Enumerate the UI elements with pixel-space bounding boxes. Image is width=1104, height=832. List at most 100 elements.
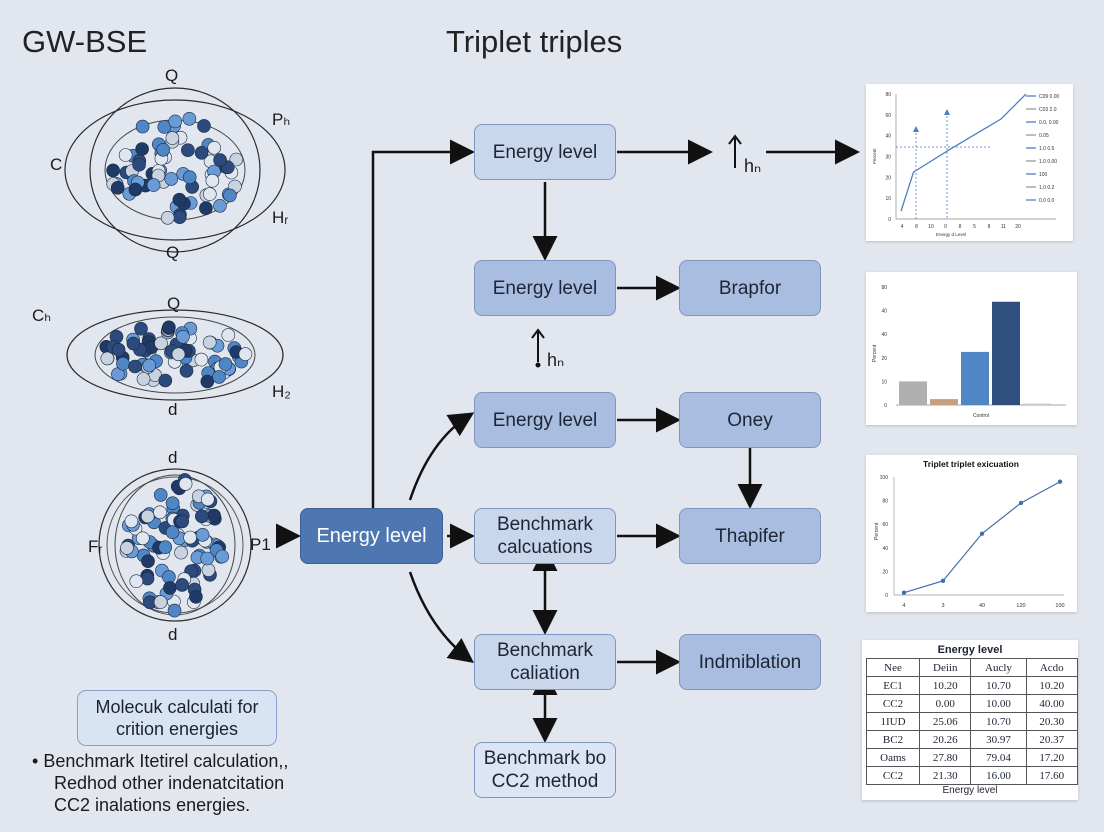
table-cell: 27.80: [919, 748, 972, 767]
energy-level-box-second[interactable]: Energy level: [474, 260, 616, 316]
y-tick: 10: [885, 196, 891, 202]
molecule-1-bottom-label: Q: [166, 243, 180, 262]
benchmark-caliation-box[interactable]: Benchmark caliation: [474, 634, 616, 690]
atom: [215, 549, 229, 564]
atom: [158, 540, 172, 554]
atom: [223, 188, 237, 203]
table-cell: 20.37: [1025, 730, 1079, 749]
center-title: Triplet triples: [446, 24, 623, 59]
y-tick: 40: [882, 546, 888, 552]
atom: [154, 336, 168, 351]
y-tick: 60: [885, 113, 891, 119]
note-line2: crition energies: [115, 719, 239, 739]
molecule-2-left-label: Cₕ: [32, 306, 52, 325]
molecule-1-top-label: Q: [165, 66, 179, 85]
y-tick: 0: [885, 593, 888, 599]
thapifer-box[interactable]: Thapifer: [679, 508, 821, 564]
brapfor-box[interactable]: Brapfor: [679, 260, 821, 316]
benchmark-cal-line1: Benchmark: [496, 640, 594, 661]
legend-entry: C03 2.0: [1039, 107, 1057, 113]
atom: [203, 187, 217, 201]
atom: [135, 531, 150, 546]
atom: [201, 492, 215, 507]
indmiblation-box[interactable]: Indmiblation: [679, 634, 821, 690]
energy-level-box-third[interactable]: Energy level: [474, 392, 616, 448]
start-energy-level-box[interactable]: Energy level: [300, 508, 443, 564]
x-tick: 11: [1001, 224, 1006, 230]
table-cell: 10.00: [970, 694, 1027, 713]
benchmark-calculations-box[interactable]: Benchmark calcuations: [474, 508, 616, 564]
atom: [140, 509, 155, 524]
atom: [175, 514, 189, 529]
atom: [153, 595, 168, 609]
molecule-1-left-label: C: [50, 155, 63, 174]
atom: [128, 182, 143, 197]
note-line1: Molecuk calculati for: [95, 697, 259, 717]
molecule-2-top-label: Q: [167, 294, 181, 313]
table-cell: 20.26: [919, 730, 972, 749]
series-line: [903, 481, 1061, 594]
atom: [129, 574, 144, 588]
bullet-dot: •: [32, 751, 44, 771]
atom: [205, 173, 220, 188]
atom: [194, 146, 209, 160]
y-tick: 40: [881, 332, 887, 338]
table-cell: 10.70: [970, 712, 1027, 731]
atom: [238, 347, 253, 361]
x-tick: 40: [979, 603, 985, 609]
benchmark-calc-line2: calcuations: [497, 537, 593, 558]
atom: [157, 120, 172, 134]
oney-box[interactable]: Oney: [679, 392, 821, 448]
bullet-item-2: Redhod other indenatcitation: [54, 773, 285, 793]
x-tick: 4: [902, 603, 905, 609]
atom: [146, 178, 161, 192]
energy-level-box-top[interactable]: Energy level: [474, 124, 616, 180]
table-cell: 25.06: [919, 712, 972, 731]
legend-entry: 1.0 0.5: [1039, 146, 1055, 152]
table-cell: 1IUD: [865, 712, 921, 731]
y-tick: 20: [882, 569, 888, 575]
bar: [899, 381, 927, 405]
atom: [132, 157, 146, 172]
table-cell: 17.60: [1025, 766, 1079, 785]
data-point: [979, 531, 985, 536]
table-cell: 0.00: [919, 694, 972, 713]
data-point: [1018, 500, 1024, 506]
molecule-3-bottom-label: d: [168, 625, 178, 644]
legend-entry: 1.0 0.00: [1039, 159, 1057, 165]
atom: [178, 477, 193, 491]
atom: [182, 170, 197, 184]
x-tick: 100: [1055, 603, 1064, 609]
series-line: [900, 93, 1027, 212]
atom: [213, 153, 227, 167]
y-tick: 0: [884, 403, 887, 409]
molecule-3-left-label: Fᵣ: [88, 537, 103, 556]
atom: [106, 163, 120, 178]
table-cell: 10.70: [970, 676, 1027, 695]
y-tick: 80: [885, 92, 891, 98]
atom: [229, 152, 244, 167]
table-cell: 20.30: [1025, 712, 1079, 731]
atom: [164, 172, 179, 186]
table-cell: 10.20: [919, 676, 972, 695]
atom: [135, 142, 149, 156]
atom: [221, 328, 236, 342]
guide-arrow: [944, 109, 950, 115]
benchmark-bo-box[interactable]: Benchmark bo CC2 method: [474, 742, 616, 798]
molecule-3-right-label: P1: [250, 535, 271, 554]
atom: [167, 603, 182, 618]
table-cell: 17.20: [1025, 748, 1079, 767]
atom: [141, 554, 155, 568]
molecule-1-right-bottom-label: Hᵣ: [272, 208, 289, 227]
guide-arrow: [913, 126, 919, 132]
atom: [153, 488, 168, 502]
atom: [182, 111, 197, 126]
table-cell: Oams: [865, 748, 921, 767]
